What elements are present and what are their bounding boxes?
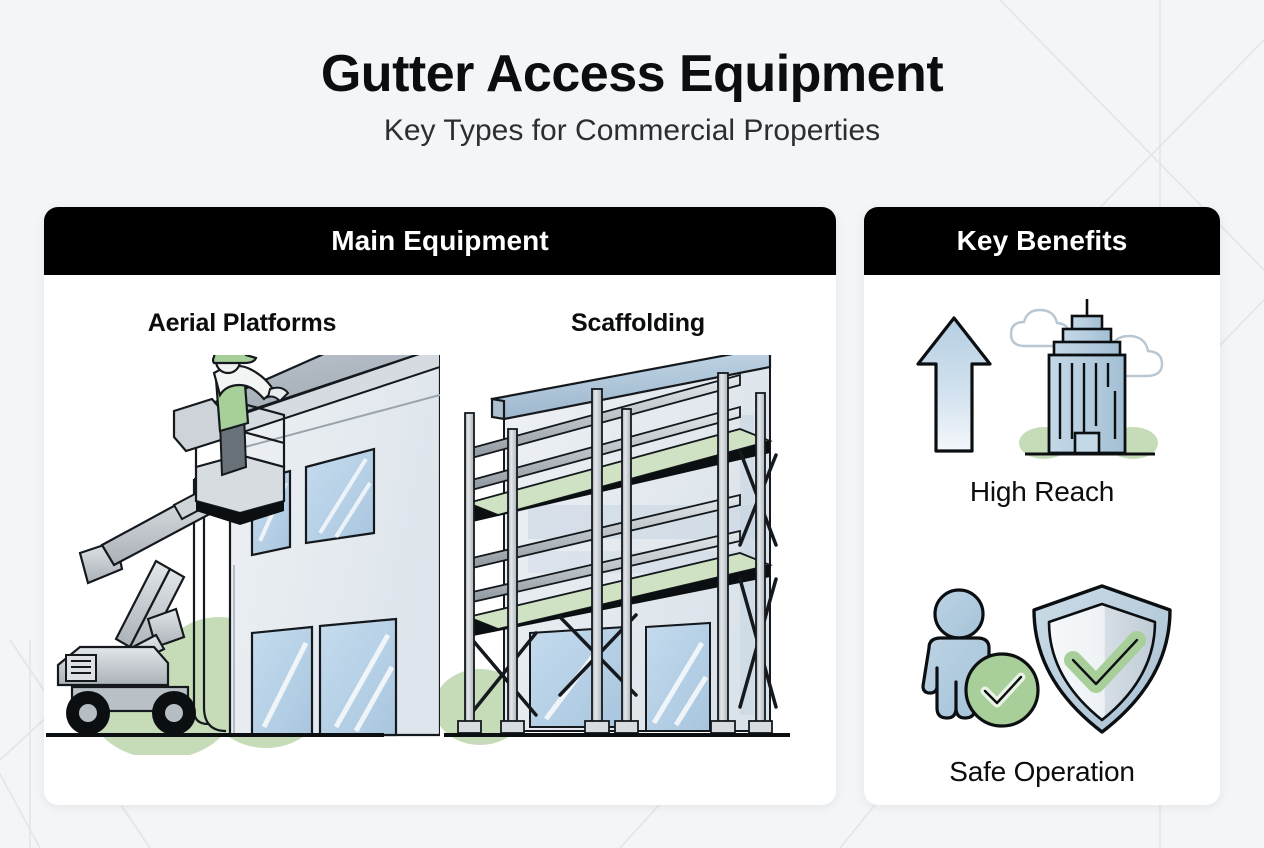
benefit-label-high-reach: High Reach: [969, 476, 1115, 507]
pane-title-scaffolding: Scaffolding: [571, 309, 705, 337]
page-title: Gutter Access Equipment: [320, 45, 944, 103]
scaffold-base-plates: [457, 720, 773, 734]
scaffolding-illustration: [440, 355, 790, 745]
scaffold-deck-upper: [465, 428, 773, 523]
key-benefits-card-heading: Key Benefits: [864, 207, 1220, 275]
pane-scaffolding: Scaffolding: [440, 275, 836, 805]
benefit-high-reach: High Reach: [864, 291, 1220, 556]
worker-figure: [211, 355, 290, 477]
key-benefits-card: Key Benefits: [864, 207, 1220, 805]
benefit-safe-operation: Safe Operation: [864, 574, 1220, 805]
scaffold-frame: [457, 372, 778, 734]
up-arrow-icon: [916, 316, 992, 453]
cloud-icon: [1009, 308, 1071, 348]
scaffold-deck-lower: [465, 552, 773, 637]
person-icon: [921, 588, 991, 720]
main-equipment-card-body: Aerial Platforms: [44, 275, 836, 805]
pane-aerial-platforms: Aerial Platforms: [44, 275, 440, 805]
main-equipment-card-heading: Main Equipment: [44, 207, 836, 275]
skyscraper-icon: [1047, 299, 1127, 455]
safe-operation-illustration: [921, 584, 1172, 734]
boom-lift: [56, 397, 286, 735]
scaffold-standards: [464, 372, 766, 730]
aerial-platform-illustration: [46, 355, 440, 755]
check-badge-icon: [964, 652, 1040, 728]
main-equipment-card: Main Equipment Aerial Platforms: [44, 207, 836, 805]
benefit-label-safe-operation: Safe Operation: [949, 756, 1135, 787]
page-header: Gutter Access Equipment Key Types for Co…: [0, 0, 1264, 148]
page-subtitle: Key Types for Commercial Properties: [383, 114, 881, 148]
key-benefits-card-body: High Reach: [864, 275, 1220, 805]
shield-icon: [1032, 584, 1172, 734]
high-reach-illustration: [916, 299, 1164, 459]
pane-title-aerial-platforms: Aerial Platforms: [147, 309, 337, 337]
cards-container: Main Equipment Aerial Platforms: [44, 207, 1220, 805]
